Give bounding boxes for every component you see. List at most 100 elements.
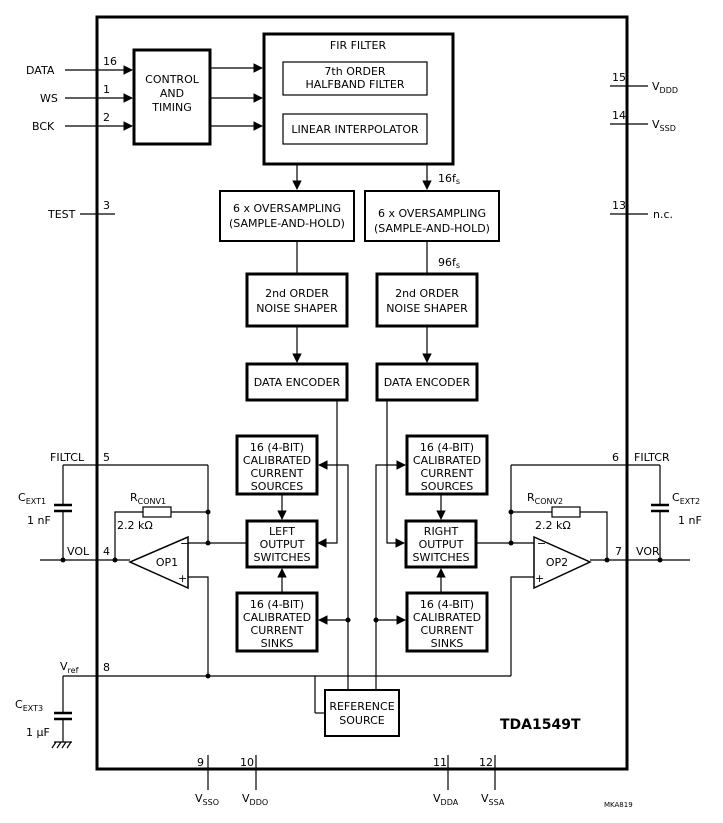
pin-nc-number: 13 <box>612 199 626 212</box>
sources-left-line1: 16 (4-BIT) <box>250 441 304 454</box>
current-sinks-right-block <box>405 591 489 653</box>
pin-vref-number: 8 <box>103 661 110 674</box>
svg-text:VSSO: VSSO <box>195 792 219 807</box>
shaper-left-line1: 2nd ORDER <box>265 287 329 300</box>
rate-16fs: 16f <box>438 172 457 185</box>
cext3-value: 1 μF <box>26 726 50 739</box>
svg-text:16fs: 16fs <box>438 172 460 186</box>
pin-vssa-sub: SSA <box>489 798 505 807</box>
control-line1: CONTROL <box>145 73 200 86</box>
rconv2-label: R <box>527 491 535 504</box>
current-sources-left-block <box>235 434 319 496</box>
sinks-left-line4: SINKS <box>261 637 294 650</box>
sources-right-line3: CURRENT <box>421 467 474 480</box>
halfband-line1: 7th ORDER <box>324 65 386 78</box>
oversampling-left-block <box>219 190 355 242</box>
pin-bck-number: 2 <box>103 111 110 124</box>
pin-vsso: 9 VSSO <box>195 755 219 807</box>
svg-text:RCONV2: RCONV2 <box>527 491 563 506</box>
right-sw-line1: RIGHT <box>424 525 459 538</box>
svg-text:VSSD: VSSD <box>652 118 676 133</box>
pin-vddd-sub: DDD <box>660 86 678 95</box>
left-sw-line3: SWITCHES <box>253 551 310 564</box>
svg-text:Vref: Vref <box>60 660 79 675</box>
shaper-right-line1: 2nd ORDER <box>395 287 459 300</box>
control-timing-block <box>132 48 212 146</box>
pin-test-label: TEST <box>47 208 76 221</box>
pin-vdda-label: V <box>433 792 441 805</box>
op1-label: OP1 <box>156 556 178 569</box>
op2-plus: + <box>535 572 544 585</box>
pin-data-label: DATA <box>26 64 55 77</box>
rconv1-sub: CONV1 <box>138 497 166 506</box>
sinks-right-line2: CALIBRATED <box>413 611 481 624</box>
pin-vol-number: 4 <box>103 545 110 558</box>
cext2-value: 1 nF <box>678 514 702 527</box>
op2-minus: − <box>537 537 546 550</box>
pin-vsso-sub: SSO <box>203 798 219 807</box>
pin-vssd-number: 14 <box>612 109 626 122</box>
sources-left-line2: CALIBRATED <box>243 454 311 467</box>
svg-text:RCONV1: RCONV1 <box>130 491 166 506</box>
overs-left-line2: (SAMPLE-AND-HOLD) <box>229 217 345 230</box>
svg-text:VDDA: VDDA <box>433 792 459 807</box>
pin-vref-sub: ref <box>68 666 79 675</box>
sinks-right-line1: 16 (4-BIT) <box>420 598 474 611</box>
pin-bck: BCK 2 <box>32 111 133 133</box>
pin-vddo: 10 VDDO <box>240 755 268 807</box>
pin-ws-number: 1 <box>103 83 110 96</box>
cext2-sub: EXT2 <box>680 497 700 506</box>
rconv1-value: 2.2 kΩ <box>117 519 153 532</box>
svg-text:96fs: 96fs <box>438 256 460 270</box>
right-sw-line2: OUTPUT <box>419 538 464 551</box>
cext1-sub: EXT1 <box>26 497 46 506</box>
pin-vref-label: V <box>60 660 68 673</box>
pin-nc-label: n.c. <box>653 208 673 221</box>
pin-vddd-label: V <box>652 80 660 93</box>
pin-bck-label: BCK <box>32 120 55 133</box>
halfband-line2: HALFBAND FILTER <box>305 78 404 91</box>
rate-16fs-sub: s <box>456 177 460 186</box>
rconv1-label: R <box>130 491 138 504</box>
pin-vdda-number: 11 <box>433 756 447 769</box>
pin-data: DATA 16 <box>26 55 133 77</box>
noise-shaper-left-block <box>245 272 349 328</box>
svg-text:CEXT3: CEXT3 <box>15 698 43 713</box>
svg-text:VSSA: VSSA <box>481 792 505 807</box>
sinks-left-line2: CALIBRATED <box>243 611 311 624</box>
left-output-switches-block <box>245 519 319 569</box>
rconv2-value: 2.2 kΩ <box>535 519 571 532</box>
shaper-right-line2: NOISE SHAPER <box>386 302 468 315</box>
pin-vssd-label: V <box>652 118 660 131</box>
pin-vssa-number: 12 <box>479 756 493 769</box>
pin-vddo-sub: DDO <box>250 798 269 807</box>
overs-right-line2: (SAMPLE-AND-HOLD) <box>374 222 490 235</box>
halfband-filter-block <box>282 61 428 96</box>
right-sw-line3: SWITCHES <box>412 551 469 564</box>
sinks-right-line4: SINKS <box>431 637 464 650</box>
pin-data-number: 16 <box>103 55 117 68</box>
rconv2-resistor <box>551 506 581 518</box>
pin-filtcr-number: 6 <box>612 451 619 464</box>
rate-96fs: 96f <box>438 256 457 269</box>
overs-right-line1: 6 x OVERSAMPLING <box>378 207 486 220</box>
svg-text:VDDD: VDDD <box>652 80 678 95</box>
linear-interpolator-block <box>282 113 428 145</box>
current-sources-right-block <box>405 434 489 496</box>
pin-vddo-number: 10 <box>240 756 254 769</box>
sources-right-line1: 16 (4-BIT) <box>420 441 474 454</box>
chip-outline <box>95 15 629 771</box>
sources-right-line2: CALIBRATED <box>413 454 481 467</box>
sinks-right-line3: CURRENT <box>421 624 474 637</box>
cext1-value: 1 nF <box>27 514 51 527</box>
current-sinks-left-block <box>235 591 319 653</box>
data-encoder-left-block <box>245 362 349 402</box>
control-line3: TIMING <box>151 101 191 114</box>
oversampling-right-block <box>364 190 500 242</box>
pin-filtcl-number: 5 <box>103 451 110 464</box>
pin-vdda-sub: DDA <box>441 798 459 807</box>
pin-ws: WS 1 <box>40 83 133 105</box>
op2-amplifier <box>533 535 592 590</box>
left-sw-line2: OUTPUT <box>260 538 305 551</box>
op2-label: OP2 <box>546 556 568 569</box>
